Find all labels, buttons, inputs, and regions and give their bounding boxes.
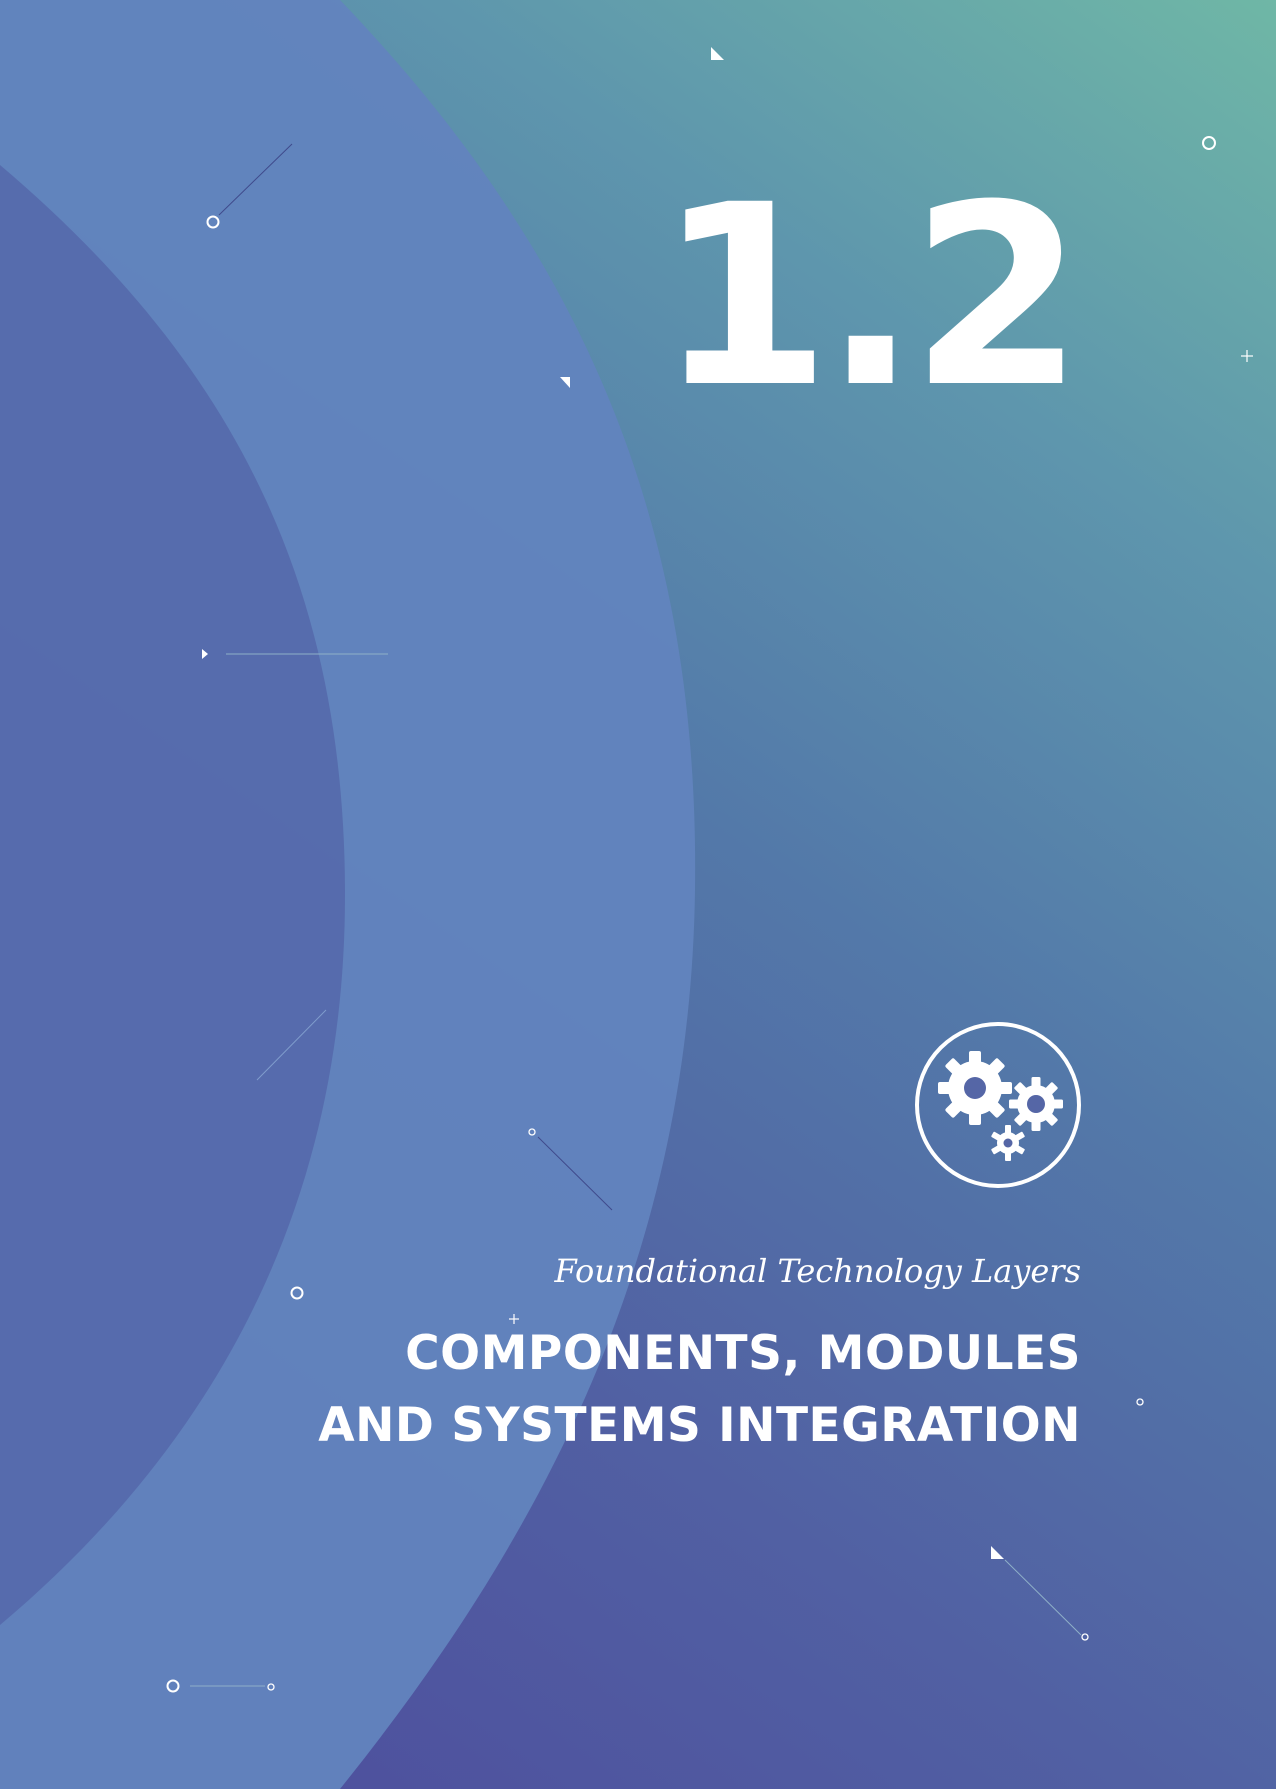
decor-dot (1136, 1398, 1144, 1406)
chapter-title: COMPONENTS, MODULES AND SYSTEMS INTEGRAT… (318, 1318, 1081, 1462)
decor-dot (528, 1128, 536, 1136)
decor-dot (1081, 1633, 1089, 1641)
chapter-number: 1.2 (657, 151, 1084, 442)
decor-circle (206, 215, 220, 229)
decor-dot (267, 1683, 275, 1691)
triangle-mark (711, 47, 724, 60)
inner-circle (0, 165, 345, 1625)
triangle-mark (991, 1546, 1004, 1559)
chapter-title-line: AND SYSTEMS INTEGRATION (318, 1398, 1081, 1453)
decor-line (1004, 1559, 1082, 1636)
decor-circle (1202, 136, 1216, 150)
decor-circle (166, 1679, 180, 1693)
chapter-title-line: COMPONENTS, MODULES (405, 1326, 1081, 1381)
triangle-mark (202, 649, 208, 659)
triangle-mark (560, 377, 570, 388)
decor-line (256, 1009, 327, 1081)
decor-circle (290, 1286, 304, 1300)
chapter-subtitle: Foundational Technology Layers (554, 1252, 1081, 1290)
decor-line (218, 143, 293, 216)
gears-icon (913, 1020, 1083, 1190)
decor-line (537, 1136, 613, 1211)
